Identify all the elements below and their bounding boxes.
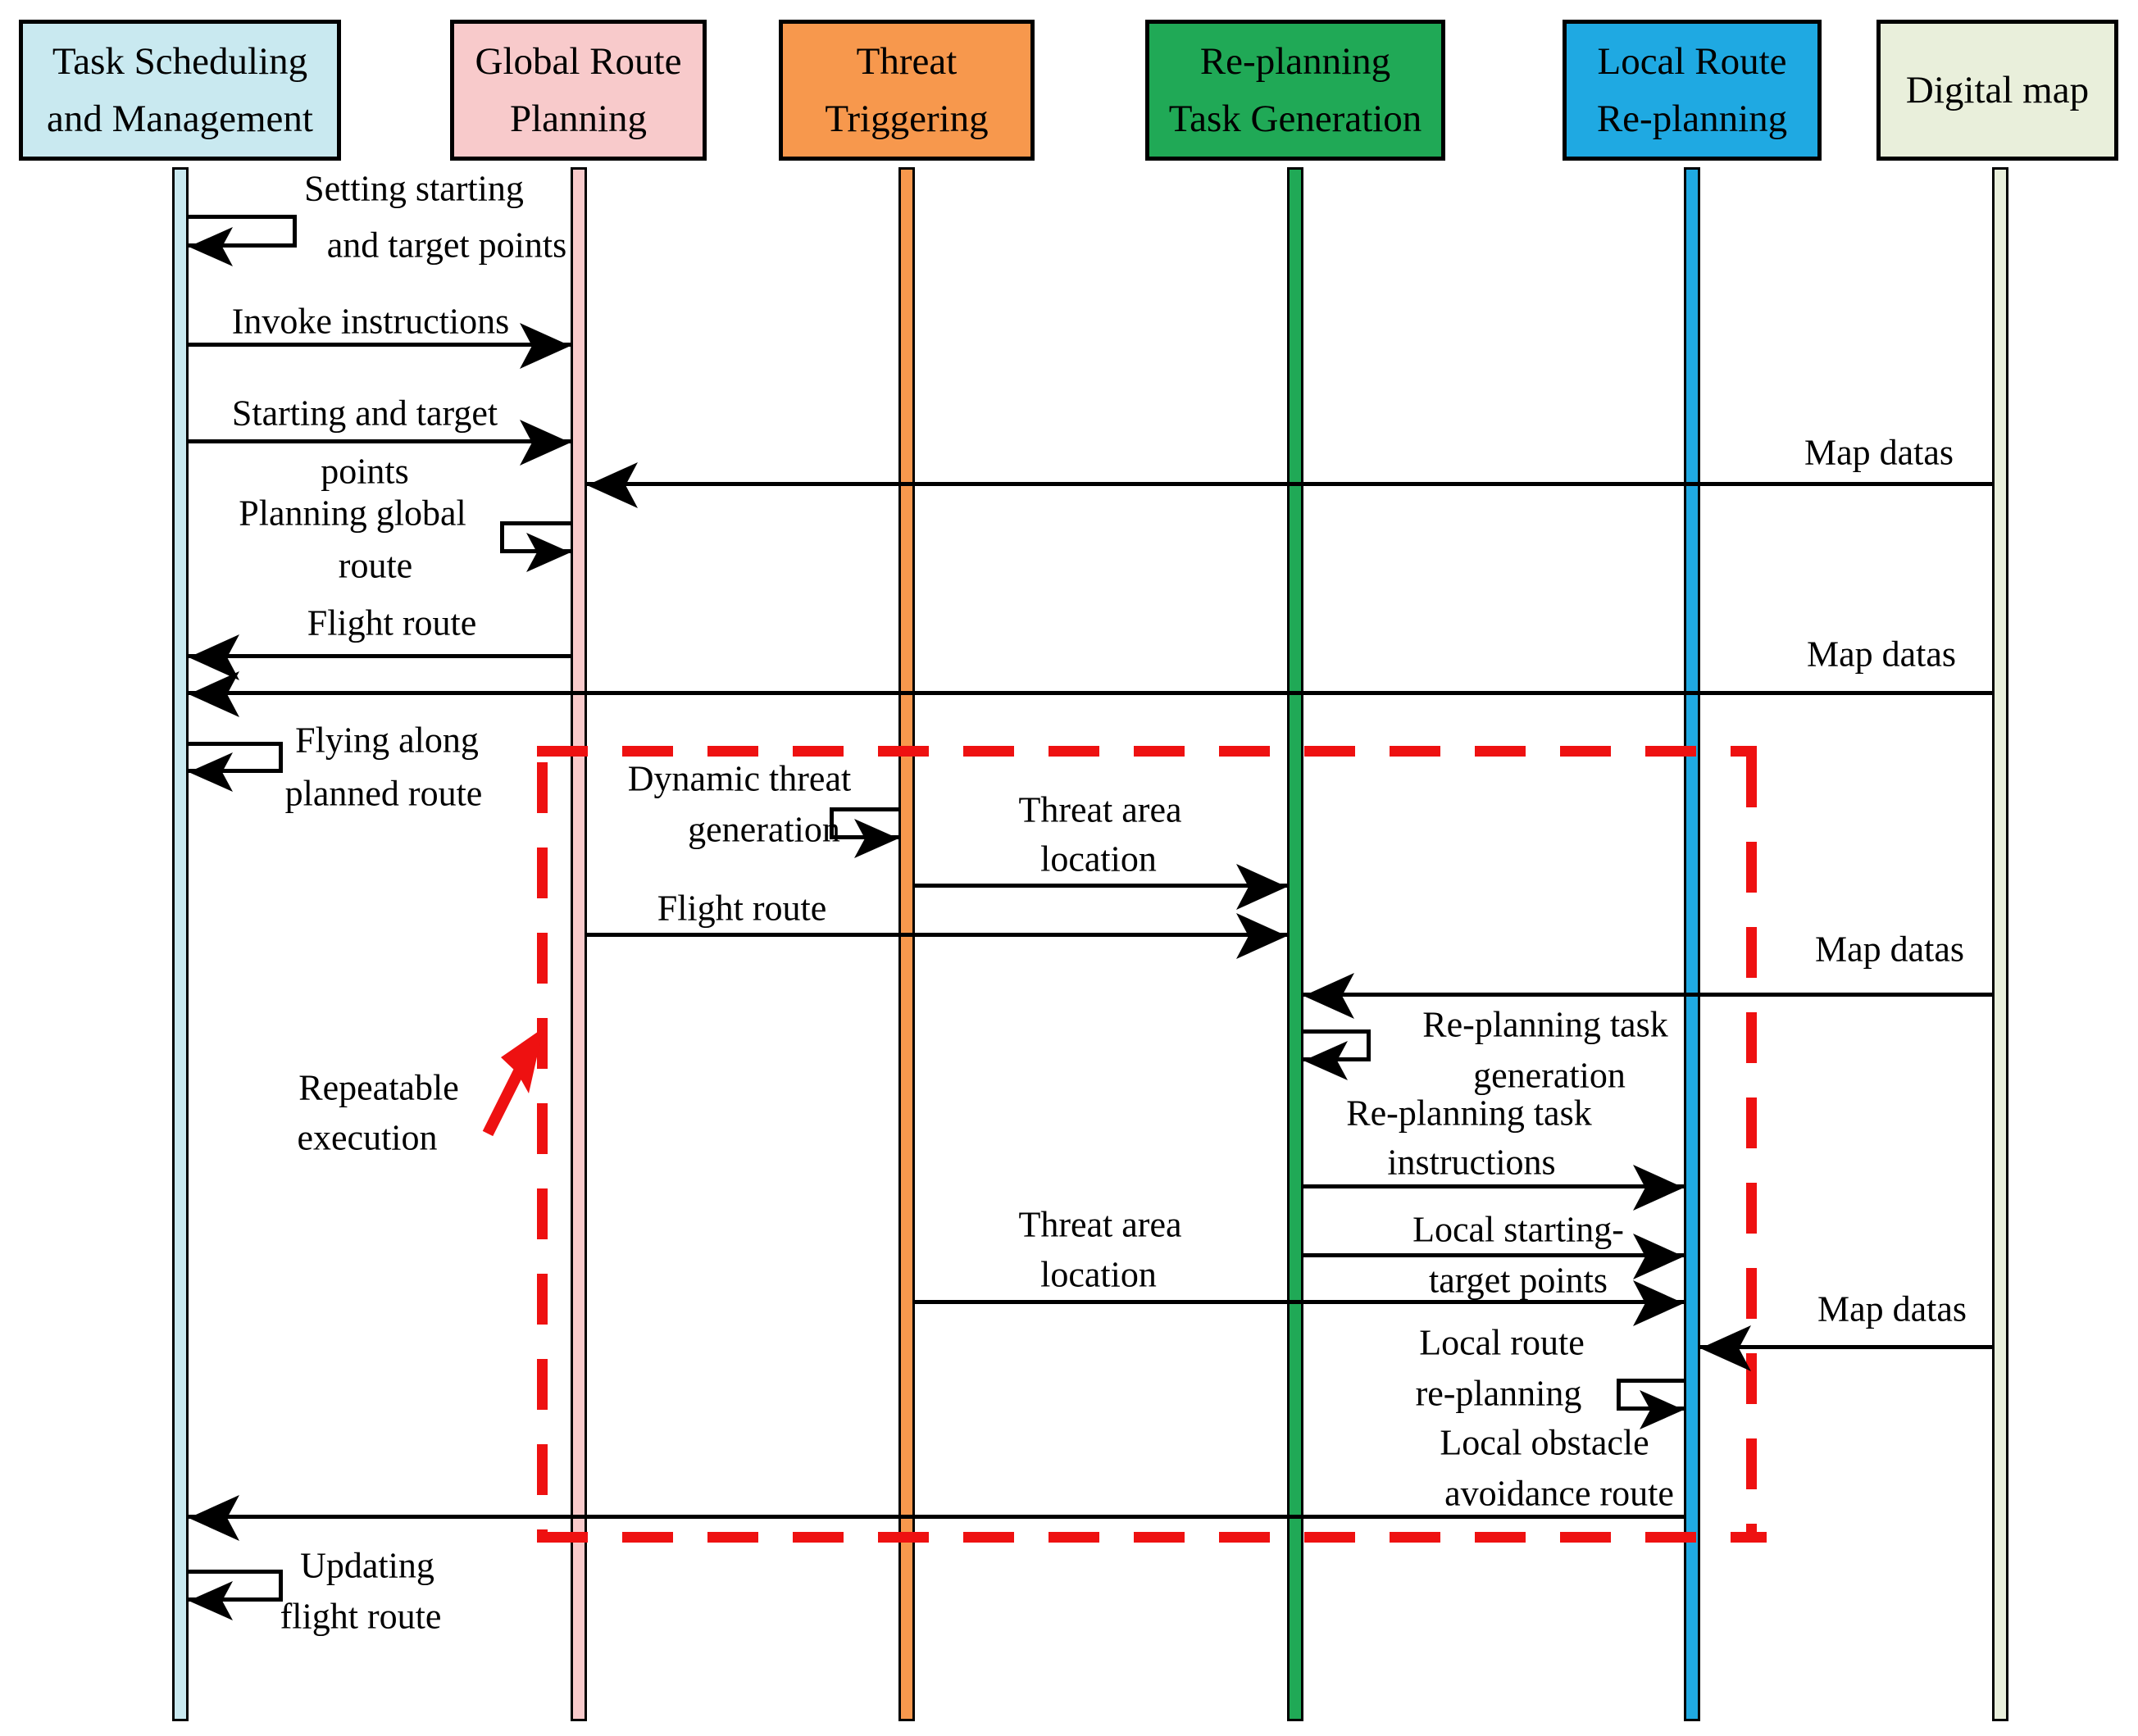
message-label: Flight route xyxy=(657,888,827,929)
self-setting-line xyxy=(293,215,297,248)
message-label: avoidance route xyxy=(1444,1473,1674,1514)
message-label: Re-planning task xyxy=(1346,1093,1592,1134)
message-label: Setting starting xyxy=(304,168,524,209)
message-label: planned route xyxy=(284,773,483,814)
message-label: Updating xyxy=(300,1545,434,1586)
message-label: Dynamic threat xyxy=(627,758,852,799)
arrow-flight-route-2-line xyxy=(587,933,1287,937)
repeat-fragment-left xyxy=(537,762,548,1543)
annotation-label: execution xyxy=(297,1117,438,1158)
message-label: location xyxy=(1040,838,1157,879)
actor-label: Re-planning xyxy=(1596,98,1788,140)
self-setting-line xyxy=(189,215,297,219)
self-planning-line xyxy=(500,521,504,553)
actor-box-global-route: Global Route Planning xyxy=(450,20,707,161)
arrow-replan-instr-line xyxy=(1303,1184,1684,1188)
message-label: instructions xyxy=(1387,1142,1556,1183)
arrow-flight-route-1-line xyxy=(189,654,571,658)
arrow-local-obstacle-line xyxy=(189,1515,1684,1519)
message-label: Map datas xyxy=(1806,634,1957,675)
lifeline-local-route xyxy=(1684,167,1700,1721)
message-label: Flying along xyxy=(295,720,479,761)
actor-box-replanning-task: Re-planning Task Generation xyxy=(1145,20,1445,161)
self-setting-line xyxy=(189,243,297,248)
actor-label: Triggering xyxy=(825,98,989,140)
actor-label: and Management xyxy=(47,98,313,140)
self-updating-line xyxy=(279,1570,283,1602)
arrow-local-start-line xyxy=(1303,1253,1684,1257)
message-label: points xyxy=(321,451,409,492)
message-label: Map datas xyxy=(1804,432,1954,473)
actor-box-digital-map: Digital map xyxy=(1876,20,2118,161)
actor-label: Re-planning xyxy=(1199,39,1391,83)
repeat-arrow-icon xyxy=(482,1028,544,1137)
lifeline-threat-triggering xyxy=(898,167,915,1721)
self-flying-line xyxy=(189,769,283,773)
message-label: re-planning xyxy=(1415,1373,1582,1414)
message-label: Planning global xyxy=(239,493,466,534)
message-label: Local obstacle xyxy=(1440,1422,1649,1463)
self-local-replan-line xyxy=(1617,1379,1684,1383)
arrow-invoke-line xyxy=(189,343,571,347)
message-label: location xyxy=(1040,1254,1157,1295)
lifeline-digital-map xyxy=(1992,167,2008,1721)
message-label: Flight route xyxy=(307,602,477,643)
message-label: Map datas xyxy=(1814,929,1965,970)
self-updating-line xyxy=(189,1597,283,1602)
actor-box-threat-triggering: Threat Triggering xyxy=(779,20,1035,161)
repeat-fragment-top xyxy=(537,746,1757,757)
message-label: flight route xyxy=(280,1596,442,1637)
annotation-label: Repeatable xyxy=(298,1067,459,1108)
message-label: Local starting- xyxy=(1412,1209,1624,1250)
message-label: Threat area xyxy=(1018,1204,1182,1245)
actor-box-task-scheduling: Task Scheduling and Management xyxy=(19,20,341,161)
arrow-threat-area-1-line xyxy=(915,884,1287,888)
self-replan-gen-line xyxy=(1367,1029,1371,1061)
arrow-threat-area-2-line xyxy=(915,1300,1684,1304)
self-replan-gen-line xyxy=(1303,1029,1371,1034)
self-dynamic-line xyxy=(830,835,898,839)
message-label: Re-planning task xyxy=(1422,1004,1668,1045)
actor-label: Task Scheduling xyxy=(52,39,308,83)
actor-label: Threat xyxy=(856,39,958,83)
actor-label: Local Route xyxy=(1597,39,1787,83)
self-dynamic-line xyxy=(830,807,834,839)
self-planning-line xyxy=(500,521,571,525)
message-label: Local route xyxy=(1419,1322,1585,1363)
arrow-start-target-line xyxy=(189,439,571,443)
arrow-map-datas-4-line xyxy=(1700,1345,1992,1349)
actor-label: Global Route xyxy=(475,39,682,83)
message-label: route xyxy=(338,545,413,586)
actor-label: Task Generation xyxy=(1168,98,1422,140)
actor-box-local-route: Local Route Re-planning xyxy=(1563,20,1822,161)
arrow-map-datas-1-line xyxy=(587,482,1992,486)
self-planning-line xyxy=(500,549,571,553)
message-label: target points xyxy=(1429,1260,1608,1301)
message-label: generation xyxy=(1473,1055,1626,1096)
message-label: Map datas xyxy=(1817,1288,1967,1329)
self-updating-line xyxy=(189,1570,283,1574)
repeat-fragment-bottom xyxy=(537,1532,1767,1543)
message-label: and target points xyxy=(326,225,567,266)
message-label: Threat area xyxy=(1018,789,1182,830)
self-flying-line xyxy=(279,742,283,773)
self-dynamic-line xyxy=(830,807,898,811)
self-flying-line xyxy=(189,742,283,746)
arrow-map-datas-2-line xyxy=(189,691,1992,695)
message-label: generation xyxy=(688,809,840,850)
arrow-map-datas-3-line xyxy=(1303,993,1992,997)
self-local-replan-line xyxy=(1617,1379,1621,1411)
actor-label: Digital map xyxy=(1905,68,2090,111)
message-label: Invoke instructions xyxy=(231,301,510,342)
lifeline-global-route xyxy=(571,167,587,1721)
lifeline-task-scheduling xyxy=(172,167,189,1721)
lifeline-replanning-task xyxy=(1287,167,1303,1721)
actor-label: Planning xyxy=(509,98,648,140)
repeat-fragment-right xyxy=(1746,757,1757,1537)
message-label: Starting and target xyxy=(231,393,498,434)
